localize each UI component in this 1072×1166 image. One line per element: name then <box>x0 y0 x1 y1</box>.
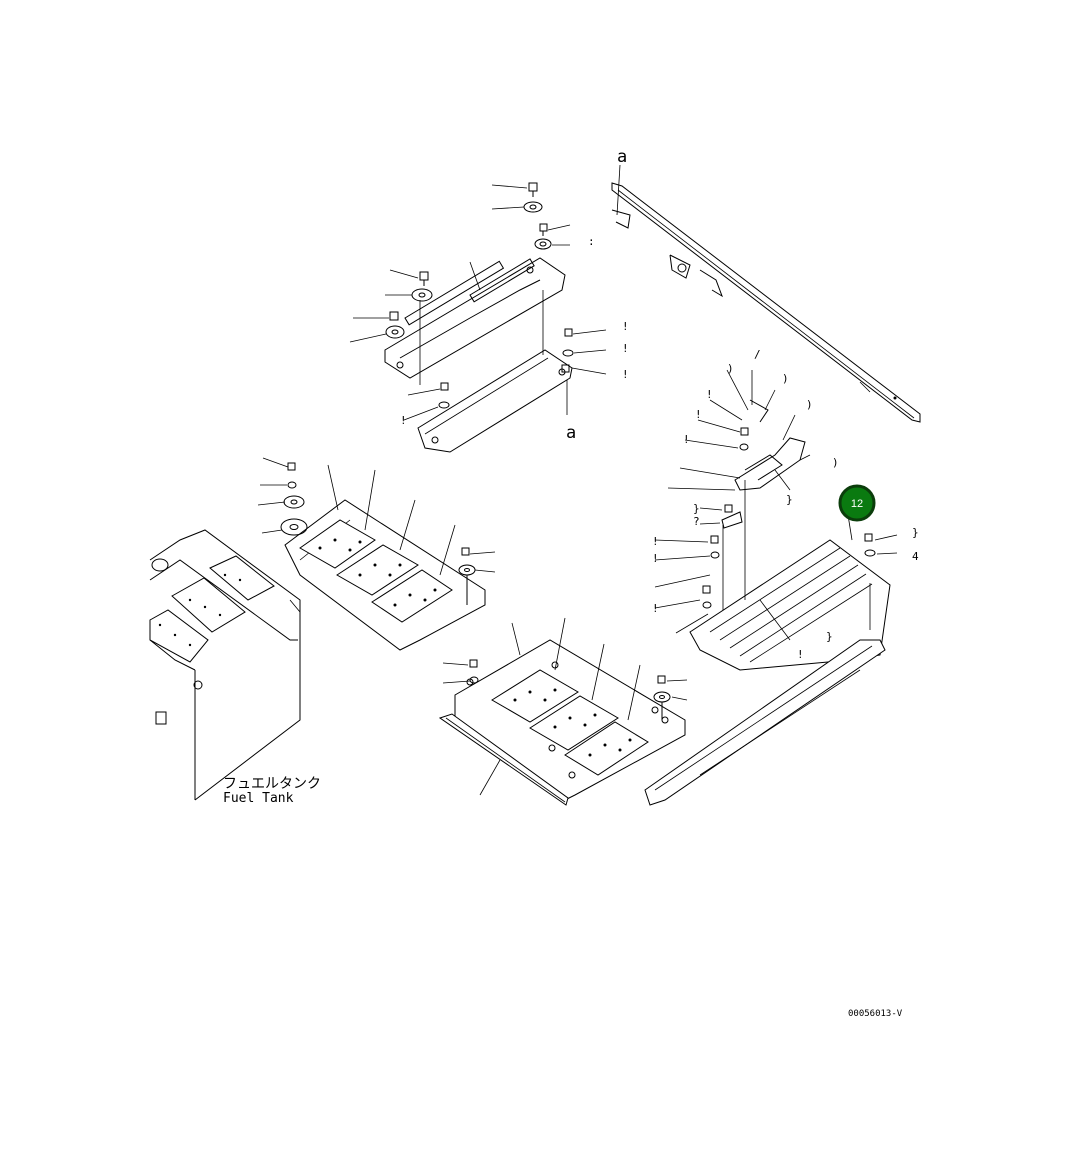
svg-text:): ) <box>832 456 839 469</box>
svg-text:): ) <box>727 362 734 375</box>
drawing-id: 00056013-V <box>848 1009 903 1019</box>
svg-text:!: ! <box>622 320 629 333</box>
svg-text:}: } <box>786 493 793 506</box>
svg-text:}: } <box>826 630 833 643</box>
svg-text:?: ? <box>693 515 700 528</box>
svg-text:}: } <box>693 502 700 515</box>
right-step-assembly: ) / )! )! !) }} ?! !! } 4 }! <box>644 348 919 806</box>
svg-text:}: } <box>912 526 919 539</box>
fuel-tank-label-jp: フュエルタンク <box>223 776 321 792</box>
svg-text:!: ! <box>683 433 690 446</box>
svg-text:!: ! <box>622 368 629 381</box>
svg-text:!: ! <box>622 342 629 355</box>
callout-12[interactable]: 12 <box>838 484 876 522</box>
svg-text:!: ! <box>695 408 702 421</box>
fuel-tank-label-en: Fuel Tank <box>223 791 294 806</box>
svg-text:!: ! <box>652 552 659 565</box>
svg-text:!: ! <box>652 602 659 615</box>
svg-text:!: ! <box>797 648 804 661</box>
svg-text:4: 4 <box>912 550 919 563</box>
svg-text:): ) <box>806 398 813 411</box>
fuel-tank: フュエルタンク Fuel Tank <box>149 529 321 806</box>
long-beam <box>611 164 921 423</box>
left-step-panel <box>257 457 496 651</box>
top-bracket-assembly: : ! ! ! ! <box>349 182 629 453</box>
svg-text:/: / <box>754 348 761 361</box>
svg-text:!: ! <box>400 414 407 427</box>
reference-marker-a-bottom: a <box>566 423 576 443</box>
svg-text:!: ! <box>706 388 713 401</box>
svg-text:!: ! <box>652 535 659 548</box>
center-step-panel <box>438 617 688 806</box>
svg-text::: : <box>588 235 595 248</box>
reference-marker-a-top: a <box>617 147 627 167</box>
callout-12-number: 12 <box>851 498 863 510</box>
svg-text:): ) <box>782 372 789 385</box>
